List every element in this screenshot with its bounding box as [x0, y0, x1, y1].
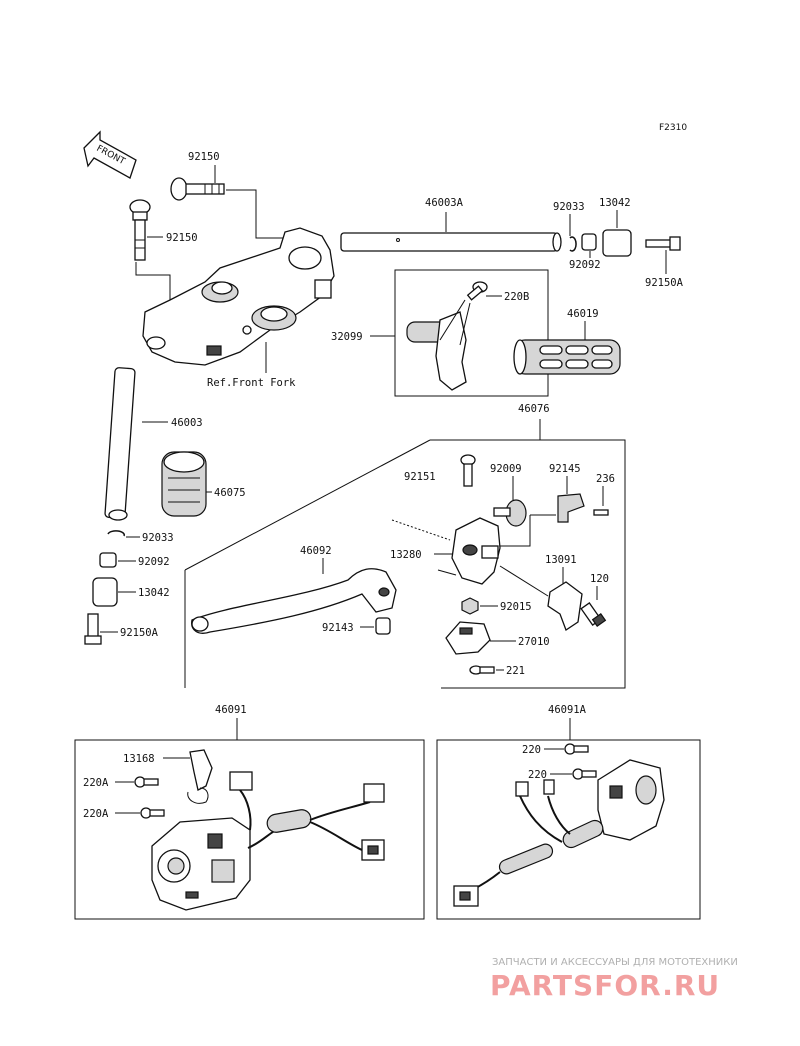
bolt-92150A-right-icon — [645, 236, 681, 251]
label-220B: 220B — [504, 291, 529, 303]
circlip-92033-left-icon — [107, 530, 125, 537]
label-92150-top: 92150 — [188, 151, 220, 163]
label-221: 221 — [506, 665, 525, 677]
weight-13042-right-icon — [602, 229, 632, 257]
label-46003: 46003 — [171, 417, 203, 429]
circlip-92033-right-icon — [569, 236, 577, 252]
figure-code: F2310 — [659, 123, 687, 133]
screw-220A-2-icon — [140, 807, 165, 819]
left-switch-housing-46091-icon — [151, 817, 251, 911]
clutch-lever-46092-icon — [191, 568, 397, 634]
label-220A-2: 220A — [83, 808, 109, 820]
label-92092-right: 92092 — [569, 259, 601, 271]
label-46076: 46076 — [518, 403, 550, 415]
label-220-1: 220 — [522, 744, 541, 756]
label-13042-right: 13042 — [599, 197, 631, 209]
label-120: 120 — [590, 573, 609, 585]
label-13091: 13091 — [545, 554, 577, 566]
label-92150A-left: 92150A — [120, 627, 159, 639]
throttle-housing-32099-icon — [406, 299, 471, 391]
grip-46075-icon — [161, 451, 207, 517]
clutch-holder-13280-icon — [451, 517, 501, 585]
label-92033-left: 92033 — [142, 532, 174, 544]
screw-220B-icon — [466, 281, 488, 301]
right-switch-box — [436, 739, 701, 920]
label-27010: 27010 — [518, 636, 550, 648]
clamp-13091-icon — [547, 581, 583, 631]
clutch-switch-27010-icon — [445, 621, 491, 655]
label-92150-left: 92150 — [166, 232, 198, 244]
label-13280: 13280 — [390, 549, 422, 561]
label-13168: 13168 — [123, 753, 155, 765]
left-switch-wiring-icon — [229, 771, 385, 861]
bolt-92150-top-icon — [170, 177, 225, 201]
grip-46019-icon — [513, 339, 621, 375]
nut-92015-icon — [461, 597, 479, 615]
label-46091: 46091 — [215, 704, 247, 716]
ref-front-fork: Ref.Front Fork — [207, 377, 296, 389]
label-92009: 92009 — [490, 463, 522, 475]
collar-92092-left-icon — [99, 552, 117, 568]
handlebar-right-46003A-icon — [340, 232, 562, 252]
screw-220A-1-icon — [134, 776, 159, 788]
front-arrow-icon: FRONT — [83, 130, 137, 179]
spring-92145-icon — [557, 493, 585, 523]
collar-92092-right-icon — [581, 233, 597, 251]
left-switch-box — [74, 739, 425, 920]
label-92092-left: 92092 — [138, 556, 170, 568]
screw-221-icon — [469, 665, 495, 675]
label-46091A: 46091A — [548, 704, 587, 716]
screw-236-icon — [593, 509, 609, 516]
label-220-2: 220 — [528, 769, 547, 781]
label-236: 236 — [596, 473, 615, 485]
throttle-assembly-box — [394, 269, 549, 397]
bolt-92150A-left-icon — [84, 613, 102, 645]
label-92015: 92015 — [500, 601, 532, 613]
label-220A-1: 220A — [83, 777, 109, 789]
bolt-92150-left-icon — [129, 199, 151, 261]
adjuster-92009-icon — [493, 499, 527, 527]
label-46019: 46019 — [567, 308, 599, 320]
label-92143: 92143 — [322, 622, 354, 634]
label-13042-left: 13042 — [138, 587, 170, 599]
bolt-92151-icon — [460, 454, 476, 487]
screw-220-2-icon — [572, 768, 597, 780]
label-46003A: 46003A — [425, 197, 464, 209]
watermark-tagline: ЗАПЧАСТИ И АКСЕССУАРЫ ДЛЯ МОТОТЕХНИКИ — [492, 957, 738, 968]
label-46092: 46092 — [300, 545, 332, 557]
collar-92143-icon — [375, 617, 391, 635]
watermark-logo: PARTSFOR.RU — [490, 969, 720, 1002]
weight-13042-left-icon — [92, 577, 118, 607]
right-switch-housing-46091A-icon — [597, 759, 665, 841]
right-switch-wiring-icon — [453, 779, 604, 907]
label-92150A-right: 92150A — [645, 277, 684, 289]
label-46075: 46075 — [214, 487, 246, 499]
label-92151: 92151 — [404, 471, 436, 483]
label-32099: 32099 — [331, 331, 363, 343]
screw-220-1-icon — [564, 743, 589, 755]
upper-triple-clamp-icon — [142, 227, 335, 366]
handlebar-left-46003-icon — [104, 367, 136, 521]
choke-lever-13168-icon — [187, 749, 213, 804]
label-92145: 92145 — [549, 463, 581, 475]
bolt-120-icon — [580, 602, 607, 627]
label-92033-right: 92033 — [553, 201, 585, 213]
